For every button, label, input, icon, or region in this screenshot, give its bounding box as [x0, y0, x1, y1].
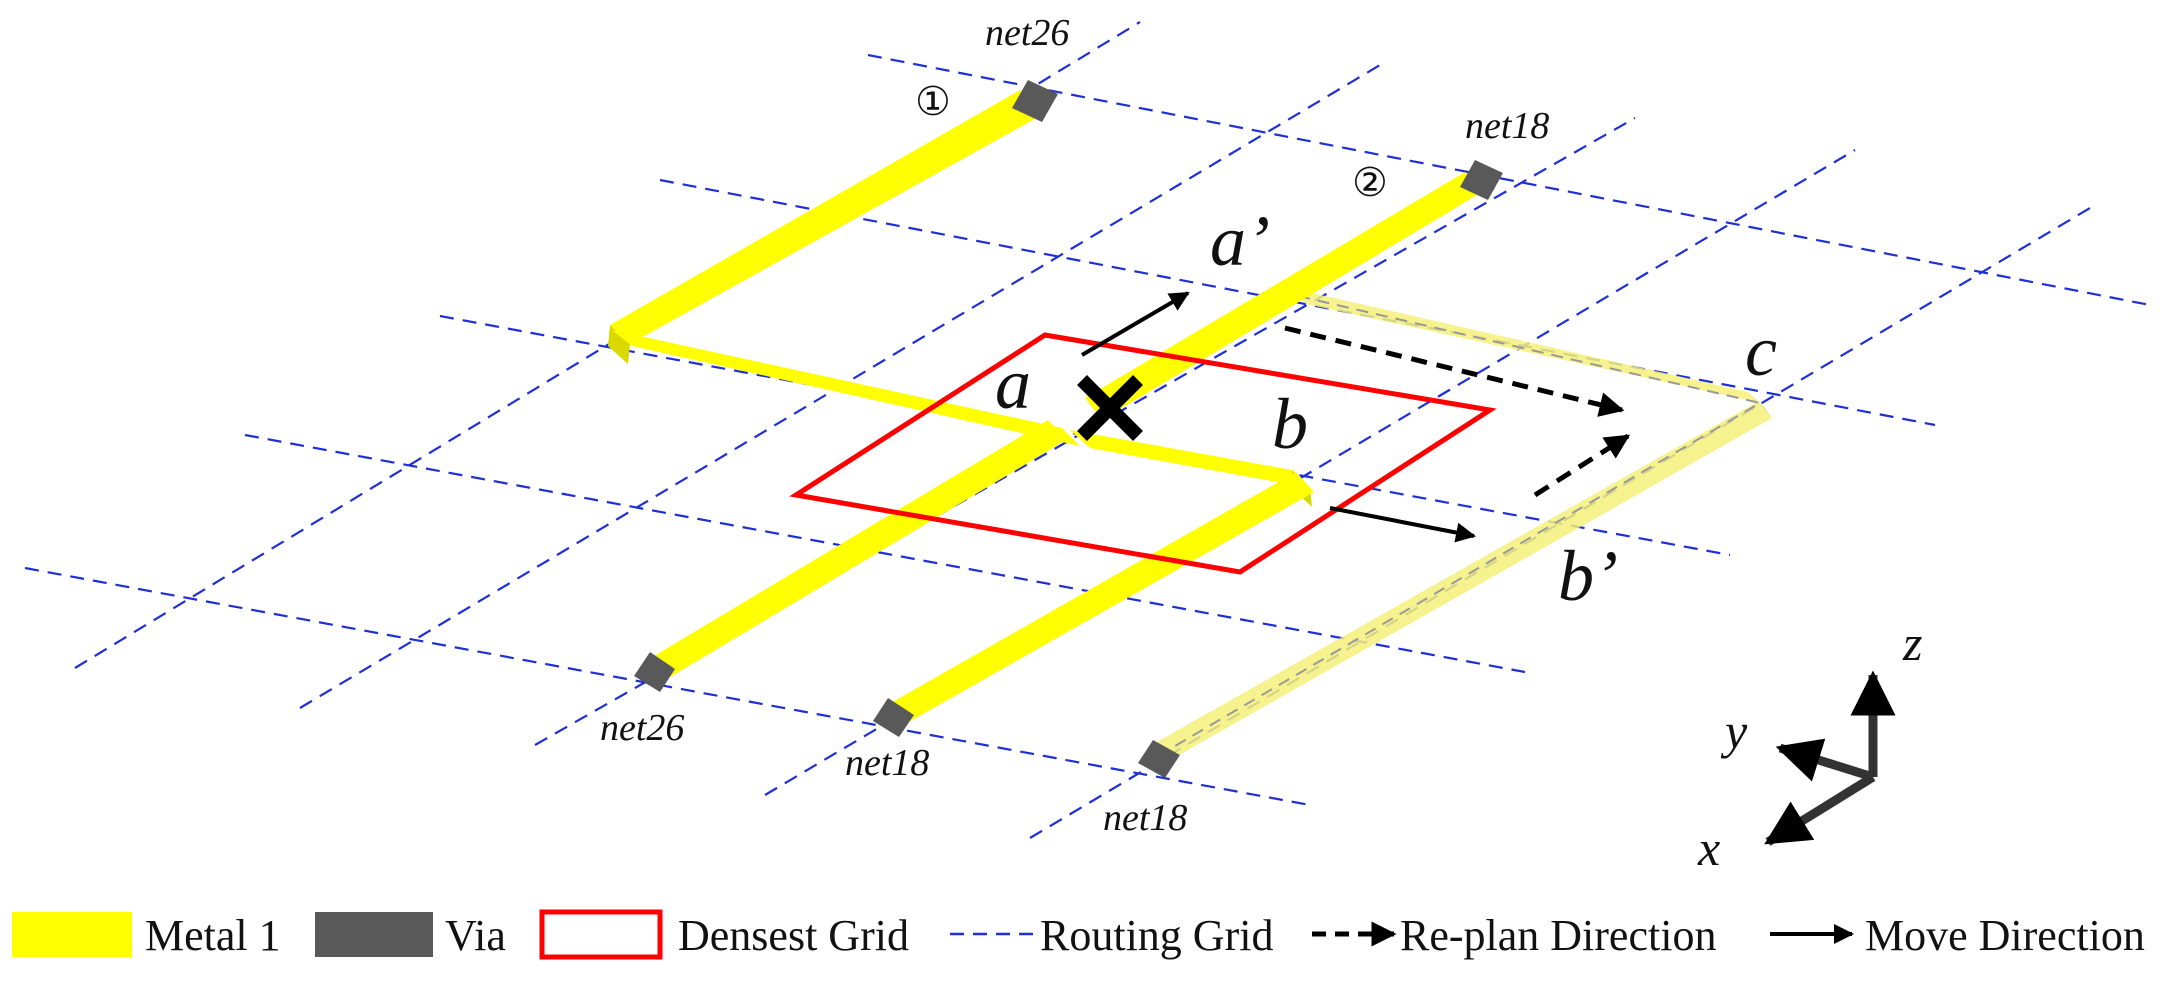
metal-wire	[612, 330, 1080, 446]
metal-wire	[610, 90, 1040, 344]
label-net18-top: net18	[1465, 105, 1549, 147]
legend-label-move: Move Direction	[1865, 911, 2145, 960]
legend-label-via: Via	[445, 911, 506, 960]
via	[1138, 740, 1180, 778]
legend-swatch-densest	[539, 909, 663, 960]
axis-y	[1775, 738, 1875, 782]
axes-indicator: z y x	[1697, 615, 1922, 876]
legend: Metal 1 Via Densest Grid Routing Grid Re…	[12, 909, 2145, 960]
label-point-a-prime: a’	[1210, 201, 1270, 281]
axis-x	[1764, 773, 1876, 846]
axis-label-z: z	[1902, 615, 1922, 671]
grid-line	[24, 566, 1311, 807]
metal-wire	[1085, 172, 1482, 420]
label-net26-top: net26	[985, 12, 1069, 54]
label-net18-bottom-1: net18	[845, 742, 929, 784]
vias	[634, 80, 1503, 778]
axis-label-x: x	[1697, 820, 1720, 876]
densest-grid-box	[789, 332, 1497, 575]
replanned-wire-segment	[1748, 392, 1772, 418]
blocked-cross-icon	[1077, 375, 1143, 441]
metal-wires	[608, 90, 1482, 727]
via	[1012, 80, 1058, 122]
grid-line	[244, 433, 1526, 674]
replanned-wire-segment	[1148, 402, 1772, 763]
replan-arrow-2	[1533, 433, 1631, 498]
move-arrow-a	[1080, 291, 1190, 357]
legend-swatch-via	[315, 912, 433, 957]
via	[873, 698, 914, 737]
metal-wire	[1070, 430, 1310, 488]
label-net26-bottom: net26	[600, 707, 684, 749]
move-arrow-b	[1329, 506, 1476, 543]
via	[634, 652, 675, 692]
move-arrows	[1080, 291, 1476, 543]
label-point-a: a	[995, 344, 1031, 424]
legend-label-densest: Densest Grid	[678, 911, 909, 960]
label-point-c: c	[1745, 311, 1777, 391]
metal-wire	[882, 472, 1314, 727]
legend-label-replan: Re-plan Direction	[1400, 911, 1716, 960]
metal-wire	[644, 420, 1066, 682]
replanned-wire-segment	[1290, 288, 1757, 402]
label-circle-2: ②	[1352, 160, 1388, 205]
legend-label-routing: Routing Grid	[1040, 911, 1273, 960]
label-net18-bottom-2: net18	[1103, 797, 1187, 839]
axis-label-y: y	[1720, 703, 1748, 759]
via	[1460, 160, 1503, 200]
grid-line	[867, 53, 2151, 307]
replanned-wire	[1148, 288, 1772, 763]
legend-label-metal: Metal 1	[145, 911, 281, 960]
replan-arrow-1	[1284, 325, 1625, 417]
label-point-b-prime: b’	[1558, 536, 1618, 616]
label-point-b: b	[1272, 384, 1308, 464]
label-circle-1: ①	[915, 79, 951, 124]
replan-arrows	[1284, 325, 1631, 498]
metal-wire	[608, 325, 630, 364]
legend-swatch-metal	[12, 912, 132, 957]
